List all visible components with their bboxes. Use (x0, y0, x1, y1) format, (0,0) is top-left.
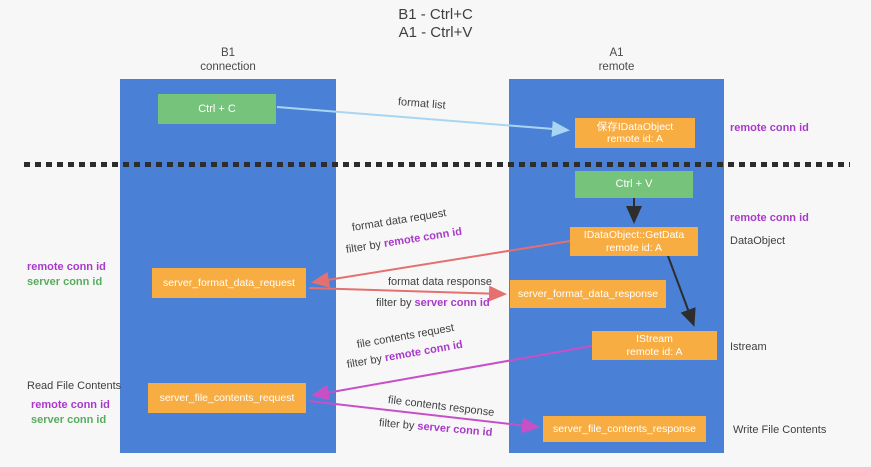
arrow-getdata-to-istream (667, 255, 696, 327)
node-ctrl-c-label: Ctrl + C (198, 102, 236, 115)
filter-by-text: filter by (376, 297, 415, 309)
node-fmt-resp-label: server_format_data_response (517, 287, 659, 300)
annotation-istream: Istream (730, 341, 767, 353)
node-idataobject-getdata: IDataObject::GetData remote id: A (570, 227, 698, 256)
title-line-1: B1 - Ctrl+C (398, 6, 473, 23)
annotation-left-remote-conn-id-2: remote conn id (31, 399, 110, 411)
session-divider (24, 162, 850, 167)
arrow-format-list (276, 106, 570, 137)
node-istream-label: IStream (636, 333, 673, 345)
node-file-resp-label: server_file_contents_response (552, 422, 696, 435)
node-fmt-req-label: server_format_data_request (163, 276, 295, 289)
lane-b1-subtitle: connection (200, 61, 256, 73)
node-istream-sub: remote id: A (626, 345, 683, 358)
lane-header-b1: B1 connection (120, 46, 336, 74)
node-server-format-data-request: server_format_data_request (152, 268, 306, 298)
node-getdata-label: IDataObject::GetData (583, 229, 685, 241)
server-conn-id-text: server conn id (414, 297, 490, 309)
node-ctrl-c: Ctrl + C (158, 94, 276, 124)
lane-header-a1: A1 remote (509, 46, 724, 74)
node-server-file-contents-response: server_file_contents_response (543, 416, 706, 442)
node-server-file-contents-request: server_file_contents_request (148, 383, 306, 413)
node-server-format-data-response: server_format_data_response (510, 280, 666, 308)
node-ctrl-v: Ctrl + V (575, 171, 693, 198)
arrow-format-data-response (308, 285, 507, 302)
lane-b1-title: B1 (220, 47, 236, 59)
annotation-remote-conn-id-top: remote conn id (730, 122, 809, 134)
label-filter-server-1: filter by server conn id (376, 297, 490, 309)
node-saved-idataobject-sub: remote id: A (606, 133, 664, 145)
arrow-file-contents-response (308, 400, 540, 434)
annotation-dataobject: DataObject (730, 235, 786, 247)
node-saved-idataobject-label: 保存IDataObject (596, 120, 674, 133)
title-line-2: A1 - Ctrl+V (398, 24, 473, 41)
node-getdata-sub: remote id: A (605, 241, 663, 254)
annotation-left-remote-conn-id-1: remote conn id (27, 261, 106, 273)
arrow-format-data-request (311, 240, 571, 288)
lane-a1-title: A1 (609, 47, 624, 59)
annotation-left-server-conn-id-1: server conn id (27, 276, 103, 288)
label-format-data-response: format data response (388, 276, 492, 288)
annotation-remote-conn-id-mid: remote conn id (730, 212, 809, 224)
node-saved-idataobject: 保存IDataObject remote id: A (575, 118, 695, 148)
node-istream: IStream remote id: A (592, 331, 717, 360)
annotation-read-file-contents: Read File Contents (27, 380, 122, 392)
arrow-file-contents-request (311, 345, 593, 401)
node-ctrl-v-label: Ctrl + V (615, 178, 653, 190)
annotation-left-server-conn-id-2: server conn id (31, 414, 107, 426)
lane-a1-subtitle: remote (598, 61, 635, 73)
annotation-write-file-contents: Write File Contents (733, 424, 827, 436)
node-file-req-label: server_file_contents_request (159, 391, 295, 404)
diagram-title: B1 - Ctrl+C A1 - Ctrl+V (0, 6, 871, 42)
